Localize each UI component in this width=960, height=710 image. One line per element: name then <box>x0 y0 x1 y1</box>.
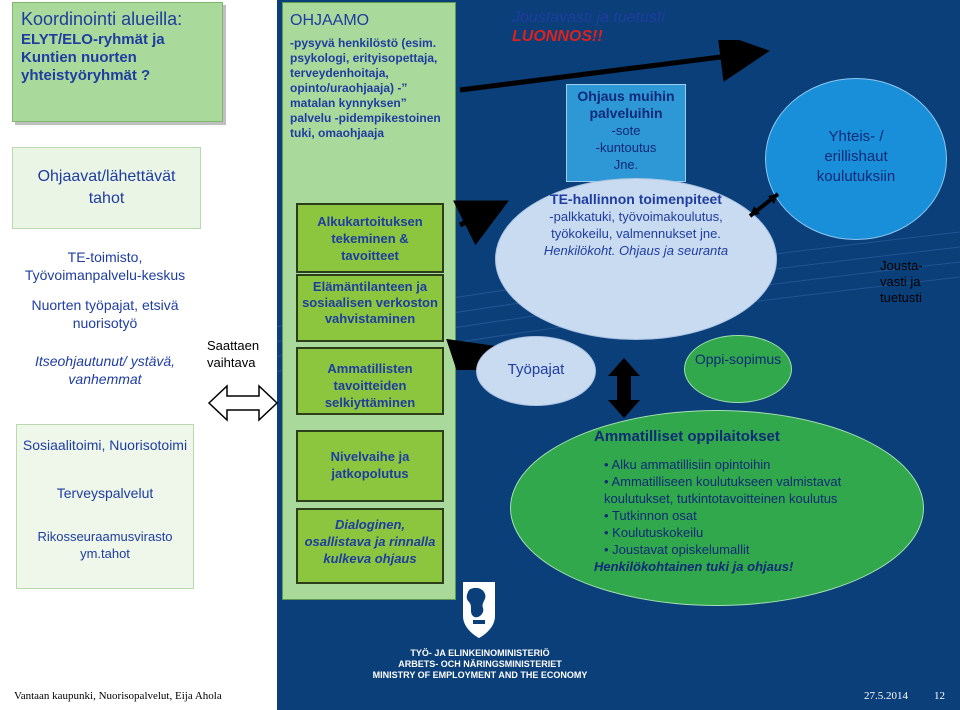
step-life-situation-text: Elämäntilanteen ja sosiaalisen verkoston… <box>302 279 438 326</box>
vocational-title: Ammatilliset oppilaitokset <box>594 428 780 445</box>
ministry-name-fi: TYÖ- JA ELINKEINOMINISTERIÖ <box>410 648 550 658</box>
flexibly-line: Joustavasti ja tuetusti <box>512 9 665 26</box>
vocational-bullet: • Alku ammatillisiin opintoihin <box>604 457 771 472</box>
ohjaamo-description: -pysyvä henkilöstö (esim. psykologi, eri… <box>290 36 441 140</box>
referrers-box: Ohjaavat/lähettävät tahot <box>12 147 201 229</box>
workshops-label: Työpajat <box>507 361 565 378</box>
vocational-closing: Henkilökohtainen tuki ja ohjaus! <box>594 559 794 574</box>
referrer-sanctions-agency: Rikosseuraamusvirasto ym.tahot <box>37 529 173 561</box>
coordination-subtitle: ELYT/ELO-ryhmät ja Kuntien nuorten yhtei… <box>21 31 165 84</box>
diagonal-double-arrow <box>748 192 780 218</box>
referral-item-etc: Jne. <box>613 157 639 172</box>
te-measures-ellipse: TE-hallinnon toimenpiteet -palkkatuki, t… <box>495 178 777 340</box>
vocational-bullet: • Ammatilliseen koulutukseen valmistavat… <box>604 474 842 506</box>
referrer-list-top: TE-toimisto, Työvoimanpalvelu-keskus Nuo… <box>16 248 194 388</box>
step-transition: Nivelvaihe ja jatkopolutus <box>296 430 444 502</box>
referrer-te-office: TE-toimisto, Työvoimanpalvelu-keskus <box>24 249 186 283</box>
referrers-title: Ohjaavat/lähettävät tahot <box>37 168 176 207</box>
vocational-institutions-oval <box>510 410 924 606</box>
step-vocational-goals: Ammatillisten tavoitteiden selkiyttämine… <box>296 347 444 415</box>
step-initial-assessment: Alkukartoituksen tekeminen & tavoitteet <box>296 203 444 273</box>
vocational-bullet-text: Joustavat opiskelumallit <box>612 542 750 557</box>
footer-date: 27.5.2014 <box>864 690 908 702</box>
step-vocational-goals-text: Ammatillisten tavoitteiden selkiyttämine… <box>324 361 416 410</box>
vocational-bullet-text: Tutkinnon osat <box>611 508 697 523</box>
coordination-box: Koordinointi alueilla: ELYT/ELO-ryhmät j… <box>12 2 223 122</box>
left-double-arrow <box>207 384 279 422</box>
referral-item-rehab: -kuntoutus <box>595 140 657 155</box>
step-transition-text: Nivelvaihe ja jatkopolutus <box>330 449 410 481</box>
referral-title: Ohjaus muihin palveluihin <box>577 88 675 121</box>
apprenticeship-label: Oppi-sopimus <box>694 351 782 367</box>
ohjaamo-title: OHJAAMO <box>290 12 370 29</box>
ministry-name-en: MINISTRY OF EMPLOYMENT AND THE ECONOMY <box>372 670 588 680</box>
workshops-oval: Työpajat <box>476 336 596 406</box>
step-initial-assessment-text: Alkukartoituksen tekeminen & tavoitteet <box>317 214 423 263</box>
ministry-names: TYÖ- JA ELINKEINOMINISTERIÖ ARBETS- OCH … <box>340 648 620 681</box>
footer-page-number: 12 <box>934 690 945 702</box>
flexibly-side-label: Jousta-vasti ja tuetusti <box>880 258 923 305</box>
te-measures-guidance: Henkilökoht. Ohjaus ja seuranta <box>543 243 729 258</box>
referrer-self-directed: Itseohjautunut/ ystävä, vanhemmat <box>34 353 176 387</box>
step-life-situation: Elämäntilanteen ja sosiaalisen verkoston… <box>296 274 444 342</box>
vocational-bullet: • Tutkinnon osat <box>604 508 697 523</box>
coordination-title: Koordinointi alueilla: <box>21 9 183 29</box>
vocational-bullet-text: Alku ammatillisiin opintoihin <box>611 457 771 472</box>
vocational-bullet: • Joustavat opiskelumallit <box>604 542 750 557</box>
ministry-name-sv: ARBETS- OCH NÄRINGSMINISTERIET <box>398 659 562 669</box>
ministry-lion-emblem <box>463 582 495 638</box>
vocational-bullet: • Koulutuskokeilu <box>604 525 704 540</box>
referrer-health-services: Terveyspalvelut <box>56 485 154 501</box>
vocational-bullet-text: Koulutuskokeilu <box>612 525 704 540</box>
te-measures-list: -palkkatuki, työvoimakoulutus, työkokeil… <box>549 209 723 241</box>
joint-application-ellipse: Yhteis- / erillishaut koulutuksiin <box>765 78 947 240</box>
vocational-bullet-text: Ammatilliseen koulutukseen valmistavat k… <box>604 474 842 506</box>
referrer-social-services: Sosiaalitoimi, Nuorisotoimi <box>22 437 188 453</box>
joint-application-label: Yhteis- / erillishaut koulutuksiin <box>816 128 896 185</box>
workshops-vertical-arrow <box>608 358 640 418</box>
step-dialogic-guidance: Dialoginen, osallistava ja rinnalla kulk… <box>296 508 444 584</box>
referral-item-sote: -sote <box>611 123 641 138</box>
te-measures-title: TE-hallinnon toimenpiteet <box>550 191 722 207</box>
referrer-workshops: Nuorten työpajat, etsivä nuorisotyö <box>31 297 179 331</box>
step-dialogic-guidance-text: Dialoginen, osallistava ja rinnalla kulk… <box>304 517 436 566</box>
referral-box: Ohjaus muihin palveluihin -sote -kuntout… <box>566 84 686 182</box>
draft-label: LUONNOS!! <box>512 28 603 45</box>
referrer-list-bottom-text: Sosiaalitoimi, Nuorisotoimi Terveyspalve… <box>16 436 194 562</box>
referrer-list-bottom <box>16 424 194 589</box>
footer-author: Vantaan kaupunki, Nuorisopalvelut, Eija … <box>14 690 222 702</box>
apprenticeship-oval: Oppi-sopimus <box>684 335 792 403</box>
vocational-institutions-content: Ammatilliset oppilaitokset • Alku ammati… <box>594 428 884 575</box>
bridge-label: Saattaen vaihtava <box>207 338 260 370</box>
flexibly-header: Joustavasti ja tuetusti LUONNOS!! <box>512 8 762 46</box>
